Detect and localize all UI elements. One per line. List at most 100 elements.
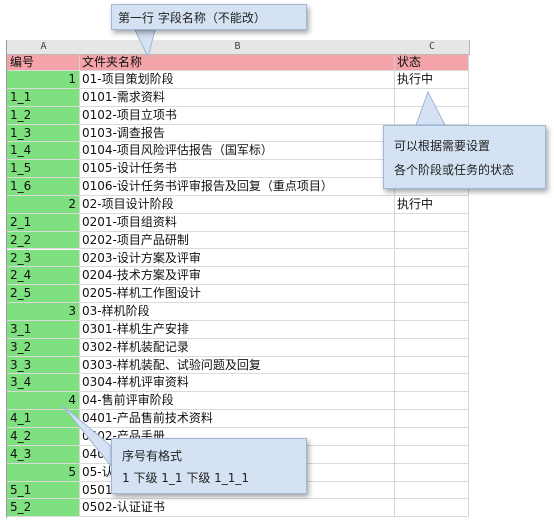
callout-field-names: 第一行 字段名称（不能改） xyxy=(111,4,307,30)
cell-folder-name[interactable]: 0401-产品售前技术资料 xyxy=(80,410,395,428)
cell-folder-name[interactable]: 01-项目策划阶段 xyxy=(80,71,395,89)
cell-status[interactable] xyxy=(395,374,469,393)
cell-number[interactable]: 1_4 xyxy=(7,142,80,161)
cell-folder-name[interactable]: 0103-调查报告 xyxy=(80,124,395,143)
header-cell-status[interactable]: 状态 xyxy=(395,55,469,71)
cell-status[interactable] xyxy=(395,267,469,286)
cell-folder-name[interactable]: 03-样机阶段 xyxy=(80,303,395,321)
cell-folder-name[interactable]: 0303-样机装配、试验问题及回复 xyxy=(80,356,395,375)
cell-number[interactable]: 2 xyxy=(7,195,80,214)
cell-number[interactable]: 1_5 xyxy=(7,160,80,179)
cell-folder-name[interactable]: 04-售前评审阶段 xyxy=(80,392,395,411)
cell-folder-name[interactable]: 0302-样机装配记录 xyxy=(80,338,395,357)
cell-number[interactable]: 3_1 xyxy=(7,320,80,339)
cell-status[interactable] xyxy=(395,463,469,482)
callout-seq-line1: 序号有格式 xyxy=(122,449,183,463)
cell-folder-name[interactable]: 0203-设计方案及评审 xyxy=(80,249,395,268)
cell-number[interactable]: 1_1 xyxy=(7,88,80,107)
cell-folder-name[interactable]: 0205-样机工作图设计 xyxy=(80,285,395,304)
cell-folder-name[interactable]: 0304-样机评审资料 xyxy=(80,374,395,393)
header-row: 编号 文件夹名称 状态 xyxy=(7,55,469,71)
callout-field-names-text: 第一行 字段名称（不能改） xyxy=(118,11,266,25)
cell-number[interactable]: 1_6 xyxy=(7,178,80,196)
cell-number[interactable]: 4_1 xyxy=(7,410,80,428)
cell-number[interactable]: 3 xyxy=(7,303,80,321)
cell-status[interactable] xyxy=(395,231,469,250)
cell-status[interactable]: 执行中 xyxy=(395,195,469,214)
cell-number[interactable]: 1 xyxy=(7,71,80,89)
cell-number[interactable]: 1_3 xyxy=(7,124,80,143)
top-callout-pointer xyxy=(134,29,156,59)
cell-status[interactable] xyxy=(395,303,469,321)
cell-number[interactable]: 3_4 xyxy=(7,374,80,393)
cell-number[interactable]: 3_3 xyxy=(7,356,80,375)
cell-status[interactable] xyxy=(395,249,469,268)
header-cell-number[interactable]: 编号 xyxy=(7,55,80,71)
cell-status[interactable]: 执行中 xyxy=(395,71,469,89)
seq-callout-pointer xyxy=(61,404,112,468)
cell-status[interactable] xyxy=(395,428,469,446)
cell-status[interactable] xyxy=(395,213,469,232)
cell-folder-name[interactable]: 0102-项目立项书 xyxy=(80,106,395,125)
cell-folder-name[interactable]: 0101-需求资料 xyxy=(80,88,395,107)
callout-sequence-format: 序号有格式 1 下级 1_1 下级 1_1_1 xyxy=(111,438,307,494)
cell-status[interactable] xyxy=(395,285,469,304)
cell-number[interactable]: 2_2 xyxy=(7,231,80,250)
cell-folder-name[interactable]: 0105-设计任务书 xyxy=(80,160,395,179)
header-cell-folder-name[interactable]: 文件夹名称 xyxy=(80,55,395,71)
callout-status-line1: 可以根据需要设置 xyxy=(394,139,491,153)
callout-status: 可以根据需要设置 各个阶段或任务的状态 xyxy=(383,125,546,189)
cell-folder-name[interactable]: 0201-项目组资料 xyxy=(80,213,395,232)
cell-status[interactable] xyxy=(395,356,469,375)
cell-status[interactable] xyxy=(395,392,469,411)
cell-number[interactable]: 2_3 xyxy=(7,249,80,268)
status-callout-pointer xyxy=(415,90,446,126)
cell-number[interactable]: 5 xyxy=(7,463,80,482)
cell-status[interactable] xyxy=(395,410,469,428)
cell-folder-name[interactable]: 02-项目设计阶段 xyxy=(80,195,395,214)
cell-folder-name[interactable]: 0204-技术方案及评审 xyxy=(80,267,395,286)
cell-folder-name[interactable]: 0202-项目产品研制 xyxy=(80,231,395,250)
cell-status[interactable] xyxy=(395,499,469,518)
cell-number[interactable]: 2_5 xyxy=(7,285,80,304)
cell-folder-name[interactable]: 0106-设计任务书评审报告及回复（重点项目） xyxy=(80,178,395,196)
cell-number[interactable]: 5_2 xyxy=(7,499,80,518)
callout-seq-line2: 1 下级 1_1 下级 1_1_1 xyxy=(122,471,250,485)
cell-number[interactable]: 2_4 xyxy=(7,267,80,286)
cell-number[interactable]: 4 xyxy=(7,392,80,411)
cell-number[interactable]: 2_1 xyxy=(7,213,80,232)
cell-folder-name[interactable]: 0104-项目风险评估报告（国军标） xyxy=(80,142,395,161)
cell-number[interactable]: 4_3 xyxy=(7,445,80,464)
cell-folder-name[interactable]: 0301-样机生产安排 xyxy=(80,320,395,339)
cell-number[interactable]: 5_1 xyxy=(7,481,80,500)
cell-status[interactable] xyxy=(395,445,469,464)
cell-number[interactable]: 3_2 xyxy=(7,338,80,357)
cell-number[interactable]: 4_2 xyxy=(7,428,80,446)
cell-folder-name[interactable]: 0502-认证证书 xyxy=(80,499,395,518)
callout-status-line2: 各个阶段或任务的状态 xyxy=(394,163,515,177)
cell-status[interactable] xyxy=(395,320,469,339)
cell-status[interactable] xyxy=(395,338,469,357)
cell-number[interactable]: 1_2 xyxy=(7,106,80,125)
column-header-c[interactable]: C xyxy=(395,40,470,55)
cell-status[interactable] xyxy=(395,481,469,500)
